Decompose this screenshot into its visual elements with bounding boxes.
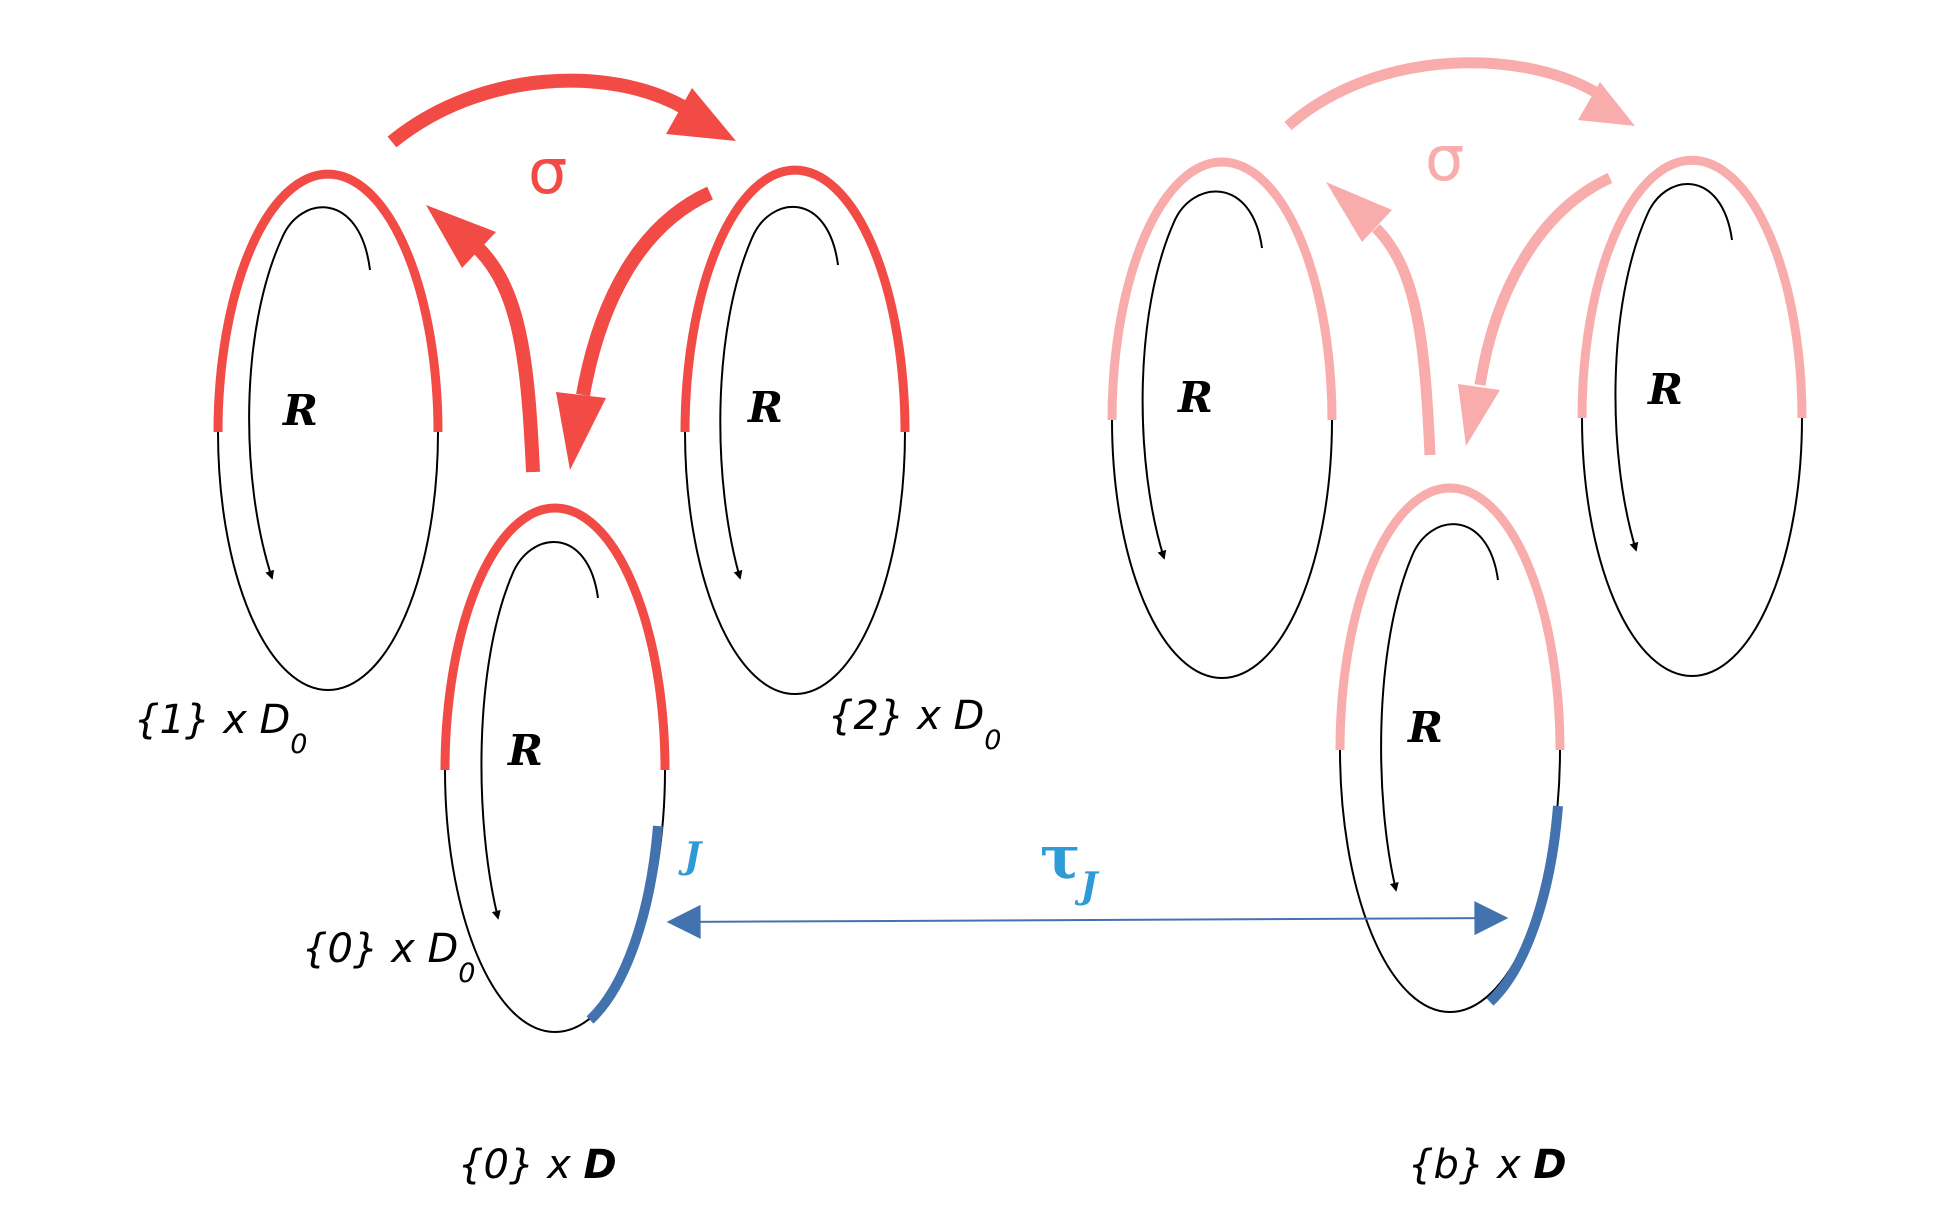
disc-right-left: R [1107, 157, 1337, 679]
sigma-arrowhead-right-top [1578, 82, 1635, 126]
sigma-arrowhead-1-to-2 [666, 88, 736, 141]
sigma-arrowhead-2-to-0 [556, 392, 606, 470]
tau-map: τJ J [666, 823, 1509, 939]
sigma-arrowhead-0-to-1 [426, 205, 496, 268]
disc-right-left-pink-arc [1107, 157, 1337, 421]
sigma-arrows-left [387, 73, 713, 473]
disc-0-rotation-arrow [480, 541, 599, 920]
sigma-arrow-2-to-0 [576, 186, 713, 397]
right-group: R R R σ {b} x D [1107, 57, 1807, 1188]
disc-1-set-label: {1} x D0 [134, 697, 307, 760]
sigma-arrowheads-right [1326, 82, 1635, 446]
interval-J-label: J [678, 835, 703, 877]
sigma-arrow-right-to-bottom [1474, 172, 1613, 386]
disc-right-bottom-pink-arc [1335, 483, 1565, 751]
disc-right-bottom-rotation-arrow [1380, 523, 1499, 892]
disc-right-right-rotation-arrow [1614, 183, 1733, 552]
interval-J-arc-right [1486, 805, 1563, 1006]
tau-arrow [666, 901, 1509, 939]
sigma-arrowhead-bottom-to-left [1326, 182, 1392, 242]
sigma-arrow-bottom-to-left [1372, 224, 1436, 456]
disc-2-rotation-label: R [747, 383, 783, 432]
sigma-arrow-1-to-2 [387, 73, 689, 148]
sigma-arrow-0-to-1 [472, 243, 540, 473]
disc-2-set-label: {2} x D0 [828, 693, 1001, 756]
disc-right-right: R [1577, 155, 1807, 677]
sigma-label-right: σ [1425, 122, 1464, 195]
disc-right-left-rotation-label: R [1177, 373, 1213, 422]
disc-right-right-rotation-label: R [1647, 365, 1683, 414]
interval-J-arc-left [586, 825, 663, 1024]
left-group: R R R σ {1} x D0 [134, 73, 1001, 1188]
disc-1-red-arc [213, 169, 443, 433]
disc-right-left-rotation-arrow [1141, 190, 1263, 560]
disc-0-red-arc [440, 503, 670, 771]
disc-0: R [440, 503, 670, 1033]
disc-right-bottom-rotation-label: R [1407, 703, 1443, 752]
disc-right-right-pink-arc [1577, 155, 1807, 419]
sigma-arrow-right-top [1284, 57, 1603, 131]
disc-2-rotation-arrow [719, 205, 839, 580]
right-group-label: {b} x D [1408, 1142, 1567, 1188]
sigma-arrows-right [1284, 57, 1613, 456]
sigma-arrowhead-right-to-bottom [1458, 384, 1500, 446]
tau-label: τJ [1040, 823, 1099, 907]
disc-1-rotation-arrow [248, 206, 371, 580]
sigma-label-left: σ [528, 135, 567, 208]
disc-0-set-label: {0} x D0 [302, 926, 475, 989]
disc-right-bottom: R [1335, 483, 1565, 1013]
disc-1-rotation-label: R [282, 386, 318, 435]
disc-0-rotation-label: R [507, 726, 543, 775]
disc-1: R [213, 169, 443, 691]
disc-2-red-arc [680, 165, 910, 433]
left-group-label: {0} x D [458, 1142, 617, 1188]
disc-2: R [680, 165, 910, 695]
sigma-arrowheads-left [426, 88, 736, 470]
